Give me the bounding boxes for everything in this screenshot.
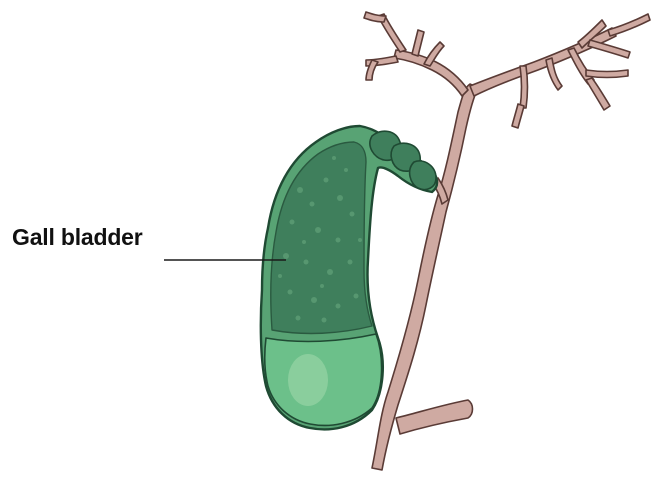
bile-duct-system [363, 11, 651, 471]
duct-twig-1 [377, 13, 407, 53]
duct-twig-8 [511, 103, 525, 129]
fundus-highlight [288, 354, 328, 406]
duct-twig-12 [577, 19, 607, 49]
gall-bladder-neck-lobe-3 [408, 160, 437, 191]
duct-lower-branch [395, 399, 474, 435]
duct-twig-15 [585, 69, 629, 79]
duct-twig-5 [363, 11, 387, 23]
duct-twig-4 [423, 41, 445, 67]
gall-bladder-label: Gall bladder [12, 224, 143, 250]
gall-bladder-mucosa [270, 141, 373, 335]
duct-twig-14 [607, 13, 651, 37]
duct-twig-3 [411, 29, 425, 57]
mucosa-texture [278, 156, 362, 323]
duct-twig-7 [519, 65, 529, 109]
duct-twig-9 [545, 57, 563, 91]
duct-twig-6 [365, 59, 379, 81]
gall-bladder [259, 124, 439, 431]
duct-twig-13 [587, 39, 631, 59]
duct-twig-11 [585, 77, 611, 111]
